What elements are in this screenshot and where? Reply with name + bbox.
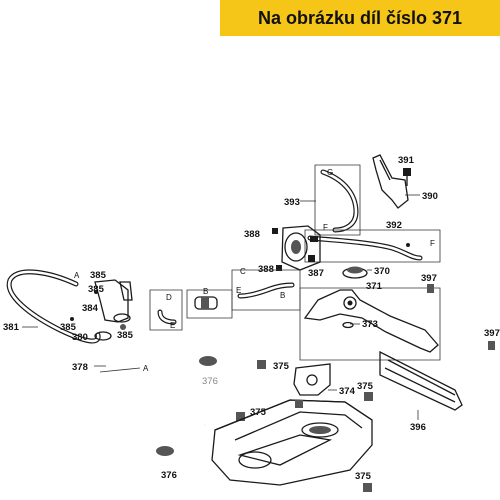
callout-387: 387: [308, 268, 324, 279]
rail-396: [379, 350, 463, 411]
bolt-391: [403, 168, 411, 186]
callout-385b: 385: [88, 284, 105, 295]
clamp-376b: [156, 446, 174, 456]
callout-397a: 397: [421, 273, 437, 284]
filter-b: [186, 289, 233, 319]
callout-373: 373: [362, 319, 378, 330]
callout-391: 391: [398, 155, 415, 166]
hose-d: [149, 289, 183, 331]
nut-375d: [363, 483, 372, 492]
bracket-371: [303, 289, 439, 353]
label-f1: F: [323, 223, 328, 232]
bracket-371-box: [299, 287, 441, 361]
callout-384: 384: [82, 303, 99, 314]
label-a2: A: [143, 364, 149, 373]
screw-388b: [276, 265, 282, 271]
clamp-376a: [199, 356, 217, 366]
cap-370: [342, 266, 368, 279]
callout-388a: 388: [244, 229, 260, 240]
callout-390: 390: [422, 191, 438, 202]
callout-380: 380: [72, 332, 88, 343]
label-d: D: [166, 293, 172, 302]
callout-376a: 376: [202, 376, 218, 387]
callout-370: 370: [374, 266, 390, 277]
callout-375d: 375: [355, 471, 372, 482]
banner-text: Na obrázku díl číslo 371: [257, 7, 463, 28]
screw-388a: [272, 228, 278, 234]
hose-392: [304, 229, 441, 263]
filler-neck-384: [94, 279, 133, 323]
nut-375a: [257, 360, 266, 369]
callout-392: 392: [386, 220, 402, 231]
label-b: B: [203, 287, 208, 296]
label-g: G: [327, 168, 333, 177]
callout-396: 396: [410, 422, 426, 433]
filler-hose-381: [6, 269, 101, 344]
callout-385a: 385: [90, 270, 107, 281]
callout-388b: 388: [258, 264, 274, 275]
callout-385c: 385: [60, 322, 77, 333]
fuel-tank: [211, 399, 373, 486]
callout-397b: 397: [484, 328, 500, 339]
bolt-397b: [488, 341, 495, 350]
label-b2: B: [280, 291, 285, 300]
label-f2: F: [430, 239, 435, 248]
hose-c: [231, 269, 301, 311]
callout-378: 378: [72, 362, 88, 373]
callout-376b: 376: [161, 470, 177, 481]
bracket-390: [372, 154, 409, 209]
callout-375b: 375: [357, 381, 374, 392]
bolt-397a: [427, 284, 434, 293]
callout-385-extra: 385: [117, 330, 134, 341]
label-c: C: [240, 267, 246, 276]
hose-393: [314, 164, 361, 236]
fuel-pump-389: [281, 225, 321, 271]
callout-375a: 375: [273, 361, 290, 372]
part-number-banner: Na obrázku díl číslo 371: [220, 0, 500, 36]
ring-380: [94, 331, 112, 341]
filler-pipe-378: [88, 343, 215, 428]
callout-393: 393: [284, 197, 300, 208]
label-e1: E: [170, 321, 175, 330]
nut-375b: [364, 392, 373, 401]
nut-375c: [236, 412, 245, 421]
callout-371: 371: [366, 281, 383, 292]
label-e2: E: [236, 286, 241, 295]
callout-381: 381: [3, 322, 20, 333]
mount-374: [293, 363, 331, 396]
label-a1: A: [74, 271, 80, 280]
callout-374: 374: [339, 386, 356, 397]
